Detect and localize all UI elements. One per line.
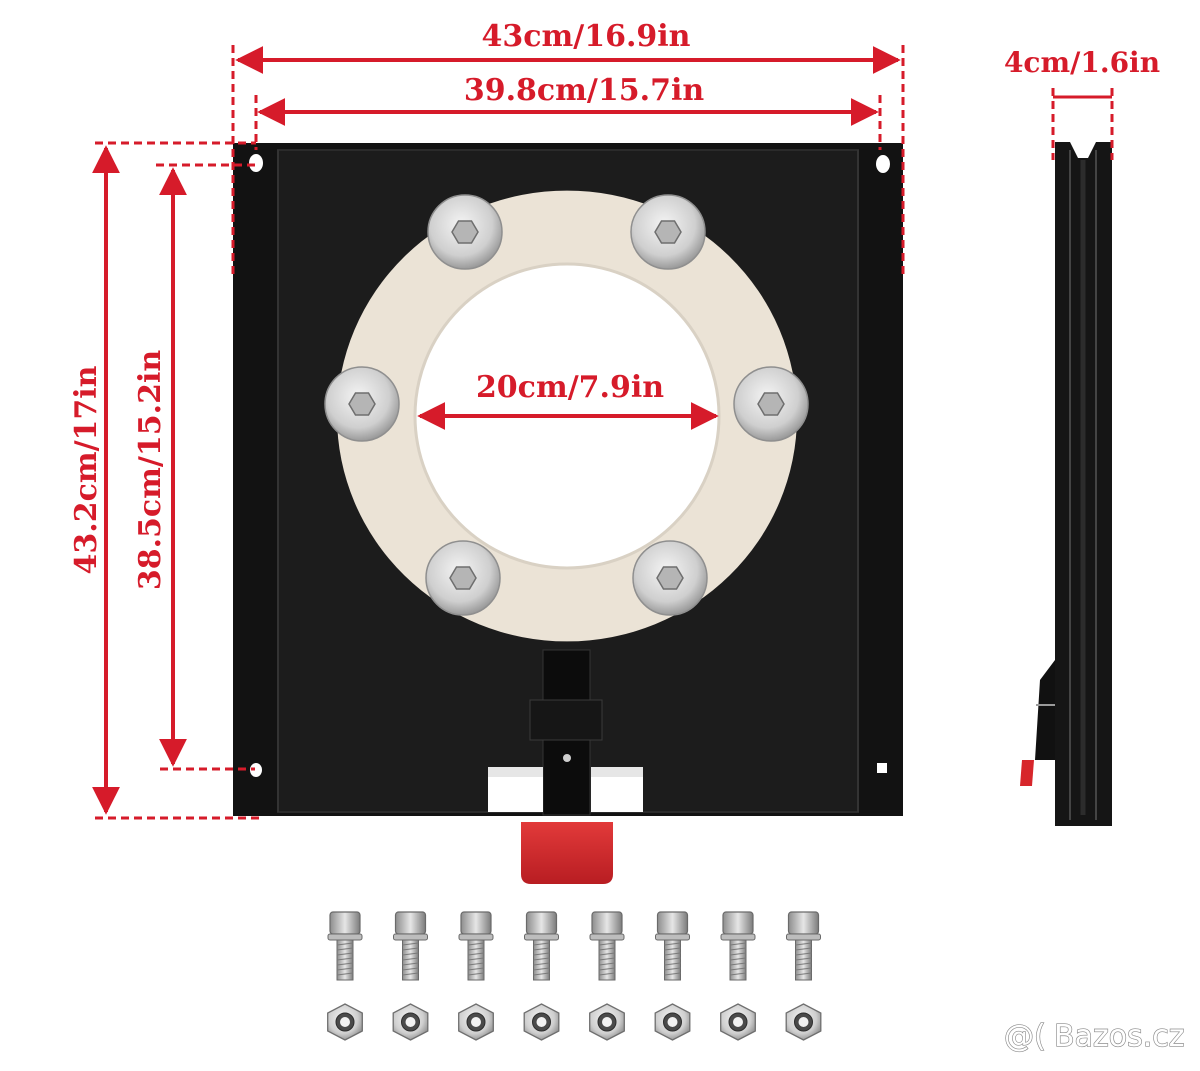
lock-nut xyxy=(458,1003,494,1041)
thickness-label: 4cm/1.6in xyxy=(1004,46,1160,79)
dimension-hole-width: 39.8cm/15.7in xyxy=(254,73,882,150)
corner-hole-bottom-right xyxy=(877,763,887,773)
bolt xyxy=(458,911,494,981)
lock-nut xyxy=(523,1003,560,1041)
bolt xyxy=(327,911,363,981)
corner-hole-bottom-left xyxy=(250,763,262,777)
dimension-hole-height: 38.5cm/15.2in xyxy=(133,163,256,771)
bolt xyxy=(786,911,821,981)
side-view-plate xyxy=(1020,142,1112,826)
bolt xyxy=(720,911,756,981)
outer-height-label: 43.2cm/17in xyxy=(69,365,104,574)
nut-set xyxy=(327,1003,822,1041)
bolt xyxy=(655,911,690,981)
hole-width-label: 39.8cm/15.7in xyxy=(464,73,704,108)
lock-nut xyxy=(392,1003,429,1041)
corner-hole-top-left xyxy=(249,154,263,172)
washer-bolt xyxy=(632,540,708,616)
lock-nut xyxy=(720,1003,756,1041)
lock-nut xyxy=(589,1003,625,1041)
lock-nut xyxy=(327,1003,363,1041)
bolt xyxy=(524,911,559,981)
lock-lever xyxy=(488,649,643,884)
washer-bolt xyxy=(324,366,400,442)
dimension-outer-width: 43cm/16.9in xyxy=(231,19,905,275)
bolt-set xyxy=(327,911,821,981)
dimension-center-hole: 20cm/7.9in xyxy=(417,370,719,430)
dimension-outer-height: 43.2cm/17in xyxy=(69,141,262,820)
side-lever-handle xyxy=(1020,760,1034,786)
corner-hole-top-right xyxy=(876,155,890,173)
bolt xyxy=(589,911,625,981)
lock-nut xyxy=(785,1003,822,1041)
outer-width-label: 43cm/16.9in xyxy=(482,19,691,54)
dimension-thickness: 4cm/1.6in xyxy=(1004,46,1160,160)
washer-bolt xyxy=(427,194,503,270)
watermark-text: Bazos.cz xyxy=(1054,1019,1184,1054)
washer-bolt xyxy=(425,540,501,616)
lock-nut xyxy=(654,1003,691,1041)
washer-bolt xyxy=(630,194,706,270)
hole-height-label: 38.5cm/15.2in xyxy=(133,350,168,590)
washer-bolt xyxy=(733,366,809,442)
watermark: @( Bazos.cz xyxy=(1003,1018,1185,1054)
watermark-logo: @( xyxy=(1004,1019,1046,1054)
lever-handle xyxy=(521,822,613,884)
center-hole-label: 20cm/7.9in xyxy=(476,370,664,405)
bolt xyxy=(393,911,428,981)
ring-bolt-heads xyxy=(324,194,809,616)
